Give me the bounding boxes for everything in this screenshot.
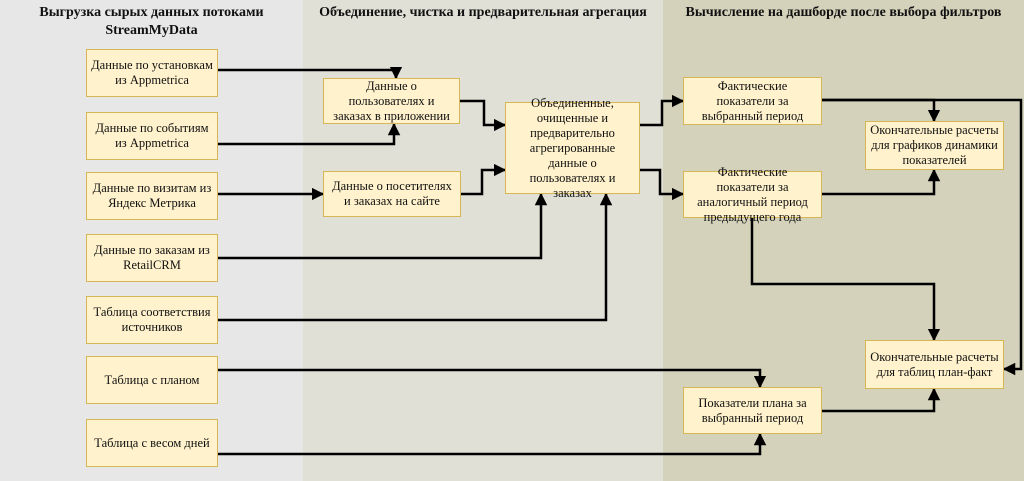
arrow-merged-to-prev-year xyxy=(640,168,685,201)
arrow-events-to-app-users xyxy=(218,122,401,146)
arrow-plan-to-plan-metrics xyxy=(218,368,767,389)
lane-dashboard-title: Вычисление на дашборде после выбора филь… xyxy=(685,5,1002,20)
arrow-merged-to-actual xyxy=(640,94,685,127)
source-visits: Данные по визитам из Яндекс Метрика xyxy=(86,172,218,220)
source-plan: Таблица с планом xyxy=(86,356,218,404)
arrow-actual-to-final-plan-fact xyxy=(822,98,1023,376)
source-day-weights: Таблица с весом дней xyxy=(86,419,218,467)
arrow-actual-to-final-dynamics xyxy=(822,98,941,123)
arrow-plan-metrics-to-final-plan-fact xyxy=(822,387,941,413)
source-orders: Данные по заказам из RetailCRM xyxy=(86,234,218,282)
final-plan-fact-tables: Окончательные расчеты для таблиц план-фа… xyxy=(865,340,1004,389)
arrow-mapping-to-merged xyxy=(218,192,613,322)
arrow-installs-to-app-users xyxy=(218,66,403,80)
final-dynamics-charts: Окончательные расчеты для графиков динам… xyxy=(865,121,1004,170)
plan-metrics: Показатели плана за выбранный период xyxy=(683,387,822,434)
arrow-day-weights-to-plan-metrics xyxy=(218,432,767,456)
lane-merge-title: Объединение, чистка и предварительная аг… xyxy=(319,5,647,20)
source-installs: Данные по установкам из Appmetrica xyxy=(86,49,218,97)
app-users-orders: Данные о пользователях и заказах в прило… xyxy=(323,78,460,124)
arrow-app-users-to-merged xyxy=(460,99,507,132)
lane-extract-title: Выгрузка сырых данных потоками StreamMyD… xyxy=(39,5,264,38)
actual-metrics: Фактические показатели за выбранный пери… xyxy=(683,77,822,125)
merged-data: Объединенные, очищенные и предварительно… xyxy=(505,96,640,200)
source-events: Данные по событиям из Appmetrica xyxy=(86,112,218,160)
arrow-prev-year-to-final-dynamics xyxy=(822,168,941,196)
arrow-orders-to-merged xyxy=(218,192,548,260)
actual-prev-year-metrics: Фактические показатели за аналогичный пе… xyxy=(683,165,822,224)
arrow-prev-year-to-final-plan-fact xyxy=(750,218,941,342)
source-mapping: Таблица соответствия источников xyxy=(86,296,218,344)
site-visitors-orders: Данные о посетителях и заказах на сайте xyxy=(323,171,461,217)
arrow-site-visitors-to-merged xyxy=(461,163,507,196)
